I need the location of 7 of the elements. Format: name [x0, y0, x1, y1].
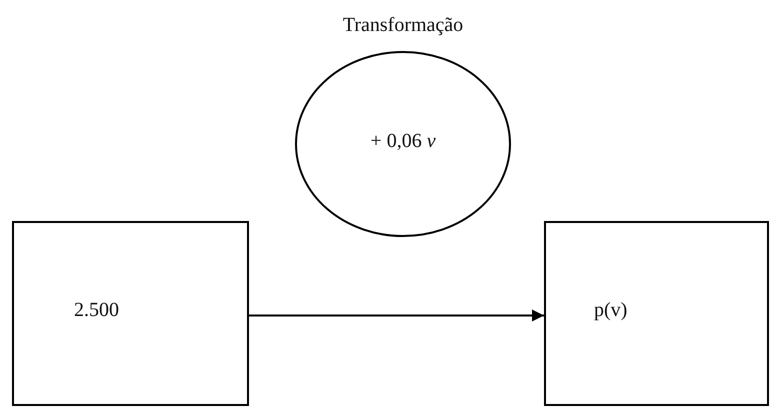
box-label: p(v)	[594, 299, 628, 322]
box-label: 2.500	[74, 299, 119, 322]
circle-heading: Transformação	[342, 14, 464, 37]
process-box	[12, 221, 249, 406]
process-box	[544, 221, 769, 406]
circle-label: + 0,06 v	[370, 130, 436, 153]
arrow	[249, 310, 544, 322]
